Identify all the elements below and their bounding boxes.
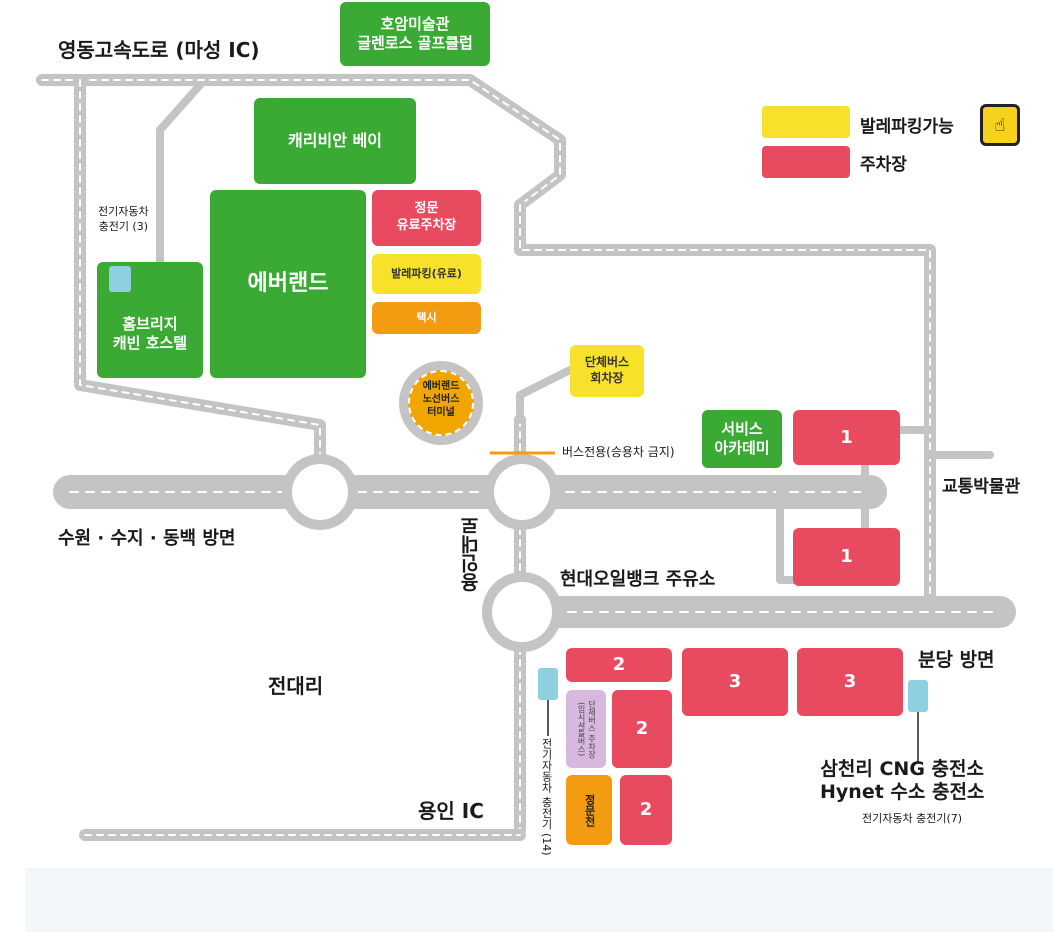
label-ev-charger-7: 전기자동차 충전기(7) [862, 812, 963, 825]
place-everland[interactable]: 에버랜드 [210, 190, 366, 378]
label-yeongdong: 영동고속도로 (마성 IC) [58, 38, 260, 62]
place-group-bus[interactable]: 단체버스 회차장 [570, 345, 644, 397]
ev-charger-3-marker [109, 266, 131, 292]
bottom-band [25, 868, 1053, 932]
parking-lot-3-east[interactable]: 3 [797, 648, 903, 716]
parking-lot-3-west[interactable]: 3 [682, 648, 788, 716]
parking-lot-1-south[interactable]: 1 [793, 528, 900, 586]
ev-charger-7-marker [908, 680, 928, 712]
place-staff-lot[interactable]: 정문천 [566, 775, 612, 845]
place-home-bridge[interactable]: 홈브리지 캐빈 호스텔 [97, 262, 203, 378]
road-branch [156, 81, 204, 269]
label-jeondae: 전대리 [268, 674, 324, 698]
bus-terminal[interactable] [408, 370, 474, 436]
place-valet-paid[interactable]: 발레파킹(유료) [372, 254, 481, 294]
place-taxi[interactable]: 택시 [372, 302, 481, 334]
place-main-gate-parking[interactable]: 정문 유료주차장 [372, 190, 481, 246]
road-yeongdong-dash [41, 79, 561, 206]
place-hoam[interactable]: 호암미술관 글렌로스 골프클럽 [340, 2, 490, 66]
bus-terminal-label: 에버랜드 노선버스 터미널 [422, 381, 460, 418]
valet-hand-icon: ☝ [980, 104, 1020, 146]
parking-lot-2-bottom[interactable]: 2 [620, 775, 672, 845]
label-yongin-ic: 용인 IC [418, 799, 484, 823]
legend-parking-label: 주차장 [860, 155, 907, 175]
label-suwon: 수원 · 수지 · 동백 방면 [58, 528, 236, 549]
label-museum: 교통박물관 [942, 477, 1021, 497]
road-group-bus [516, 366, 574, 424]
label-bundang: 분당 방면 [918, 649, 995, 671]
legend-valet-swatch [762, 106, 850, 138]
label-samchully: 삼천리 CNG 충전소 Hynet 수소 충전소 [820, 758, 985, 803]
legend-parking-swatch [762, 146, 850, 178]
label-yongin-road: 용인대로 [460, 516, 482, 592]
rotaries [282, 454, 562, 652]
place-service-academy[interactable]: 서비스 아카데미 [702, 410, 782, 468]
place-group-bus-parking[interactable]: 단체버스 주차장 (임시셔틀버스) [566, 690, 606, 768]
parking-lot-2-mid[interactable]: 2 [612, 690, 672, 768]
place-caribbean[interactable]: 캐리비안 베이 [254, 98, 416, 184]
parking-lot-2-top[interactable]: 2 [566, 648, 672, 682]
label-bus-only: 버스전용(승용차 금지) [562, 445, 675, 459]
parking-lot-1-north[interactable]: 1 [793, 410, 900, 465]
ev-charger-14-marker [538, 668, 558, 700]
legend-valet-label: 발레파킹가능 [860, 117, 954, 137]
label-hyundai-oil: 현대오일뱅크 주유소 [560, 569, 716, 590]
label-ev-charger-14: 전기자동차 충전기 (14) [540, 738, 553, 856]
label-ev-charger-3: 전기자동차 충전기 (3) [98, 205, 149, 233]
